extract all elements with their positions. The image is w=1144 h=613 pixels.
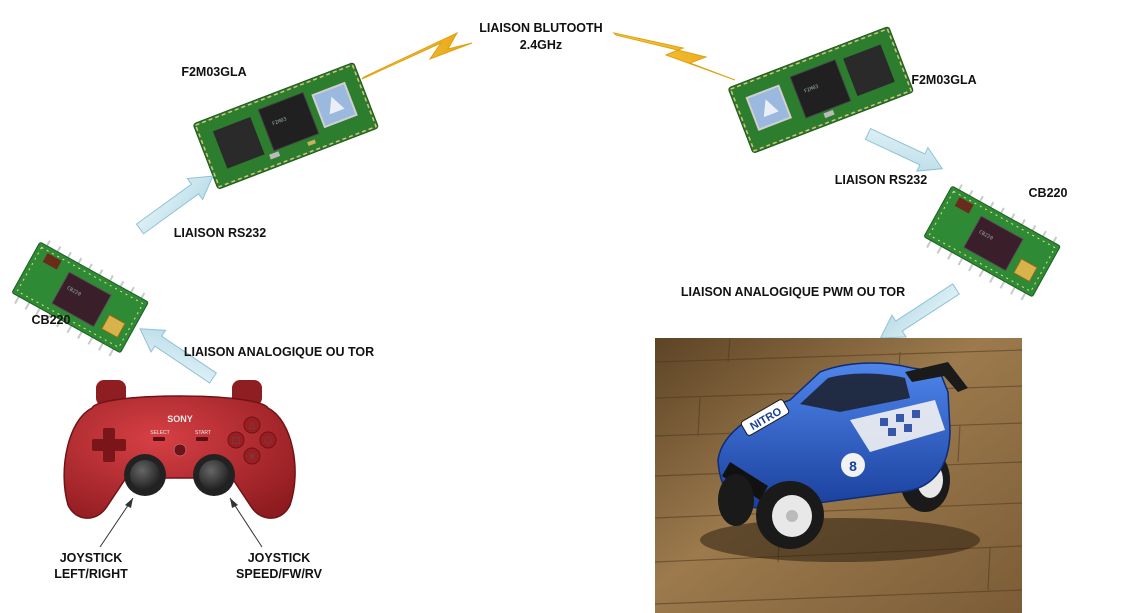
arrow-controller-to-cb220-left [139,328,218,384]
circle-icon: ○ [264,436,272,446]
cb220-board-right: CB220 [924,184,1061,301]
dpad-icon [92,428,126,462]
arrow-cb220-to-module-left [135,175,214,235]
left-analog-stick [124,454,166,496]
face-buttons: △ □ ○ × [227,416,277,465]
rc-car-photo: 8 NITRO [654,337,1023,613]
triangle-icon: △ [249,421,256,431]
cb220-left-label: CB220 [32,313,71,327]
game-controller: SONY SELECT START △ □ ○ × [63,380,296,519]
pwm-tor-link-label: LIAISON ANALOGIQUE PWM OU TOR [681,285,905,299]
arrow-module-to-cb220-right [864,127,944,172]
select-label: SELECT [150,430,169,436]
cb220-right-label: CB220 [1029,186,1068,200]
cb220-board-left: CB220 [12,240,149,357]
joystick-left-label: JOYSTICK [60,551,123,565]
module-left-label: F2M03GLA [181,65,246,79]
bluetooth-module-right: F2M03 [728,26,914,153]
bluetooth-frequency-label: 2.4GHz [520,38,562,52]
rs232-right-label: LIAISON RS232 [835,173,927,187]
module-right-marking: F2M03 [803,84,819,95]
analog-tor-link-label: LIAISON ANALOGIQUE OU TOR [184,345,374,359]
joystick-right-pointer [229,497,263,548]
car-number: 8 [849,458,857,474]
controller-brand: SONY [167,414,193,424]
bluetooth-module-left: F2M03 [193,62,379,189]
square-icon: □ [232,436,241,446]
rs232-left-label: LIAISON RS232 [174,226,266,240]
right-analog-stick [193,454,235,496]
bluetooth-link-label: LIAISON BLUTOOTH [479,21,602,35]
module-left-marking: F2M03 [271,116,287,127]
start-label: START [195,430,211,436]
module-right-label: F2M03GLA [911,73,976,87]
joystick-right-function-label: SPEED/FW/RV [236,567,323,581]
arrow-cb220-to-car [879,283,960,339]
joystick-left-pointer [99,497,134,548]
cross-icon: × [248,452,256,462]
joystick-right-label: JOYSTICK [248,551,311,565]
bluetooth-bolt-left [361,31,473,80]
joystick-left-function-label: LEFT/RIGHT [54,567,128,581]
bluetooth-bolt-right [612,32,736,81]
